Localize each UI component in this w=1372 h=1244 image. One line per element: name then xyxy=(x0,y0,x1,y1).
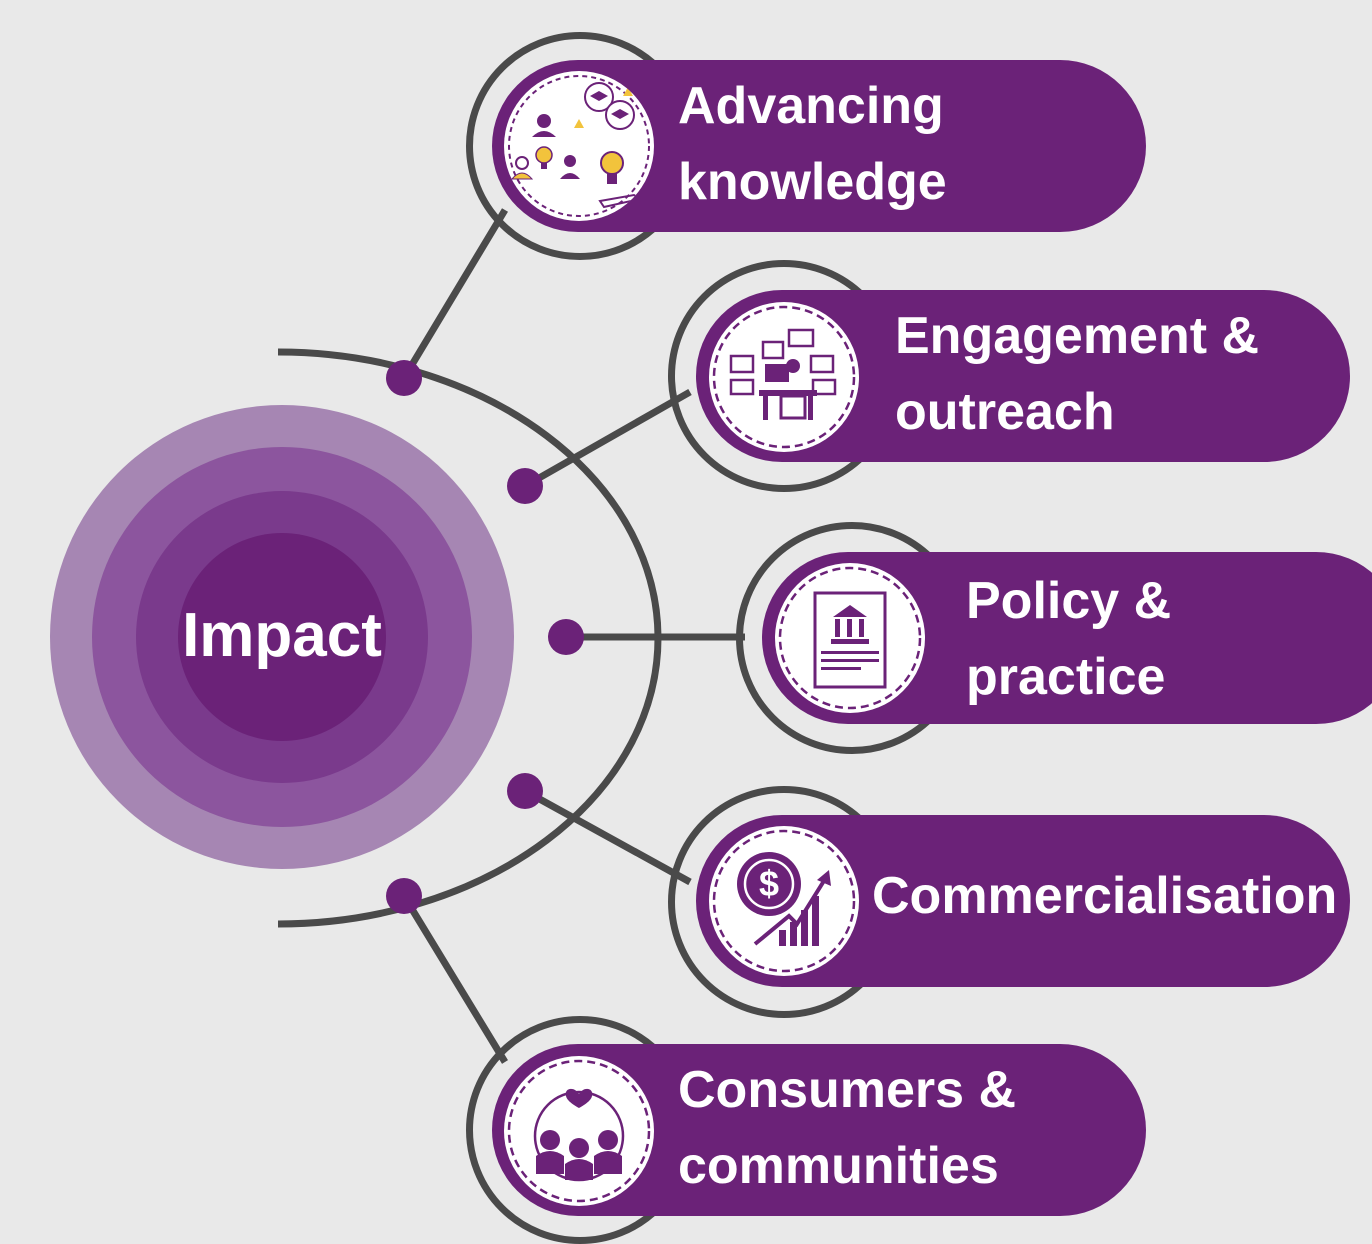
label-communities: Consumers & communities xyxy=(678,1061,1017,1195)
connector-communities xyxy=(401,894,508,1064)
knowledge-sharing-icon xyxy=(504,71,654,221)
node-dot-communities xyxy=(386,878,422,914)
connector-knowledge xyxy=(401,208,508,380)
community-people-icon xyxy=(504,1056,654,1206)
node-dot-knowledge xyxy=(386,360,422,396)
impact-label: Impact xyxy=(182,601,382,670)
node-dot-commercial xyxy=(507,773,543,809)
label-knowledge: Advancing knowledge xyxy=(678,77,947,211)
connector-commercial xyxy=(523,787,692,886)
dollar-growth-icon: $ xyxy=(709,826,859,976)
online-engagement-icon xyxy=(709,302,859,452)
label-engagement: Engagement & outreach xyxy=(895,307,1260,441)
label-commercial: Commercialisation xyxy=(872,867,1338,925)
connector-engagement xyxy=(523,388,692,490)
policy-document-icon xyxy=(775,563,925,713)
node-dot-engagement xyxy=(507,468,543,504)
label-policy: Policy & practice xyxy=(966,572,1172,706)
svg-text:$: $ xyxy=(759,863,779,904)
node-dot-policy xyxy=(548,619,584,655)
